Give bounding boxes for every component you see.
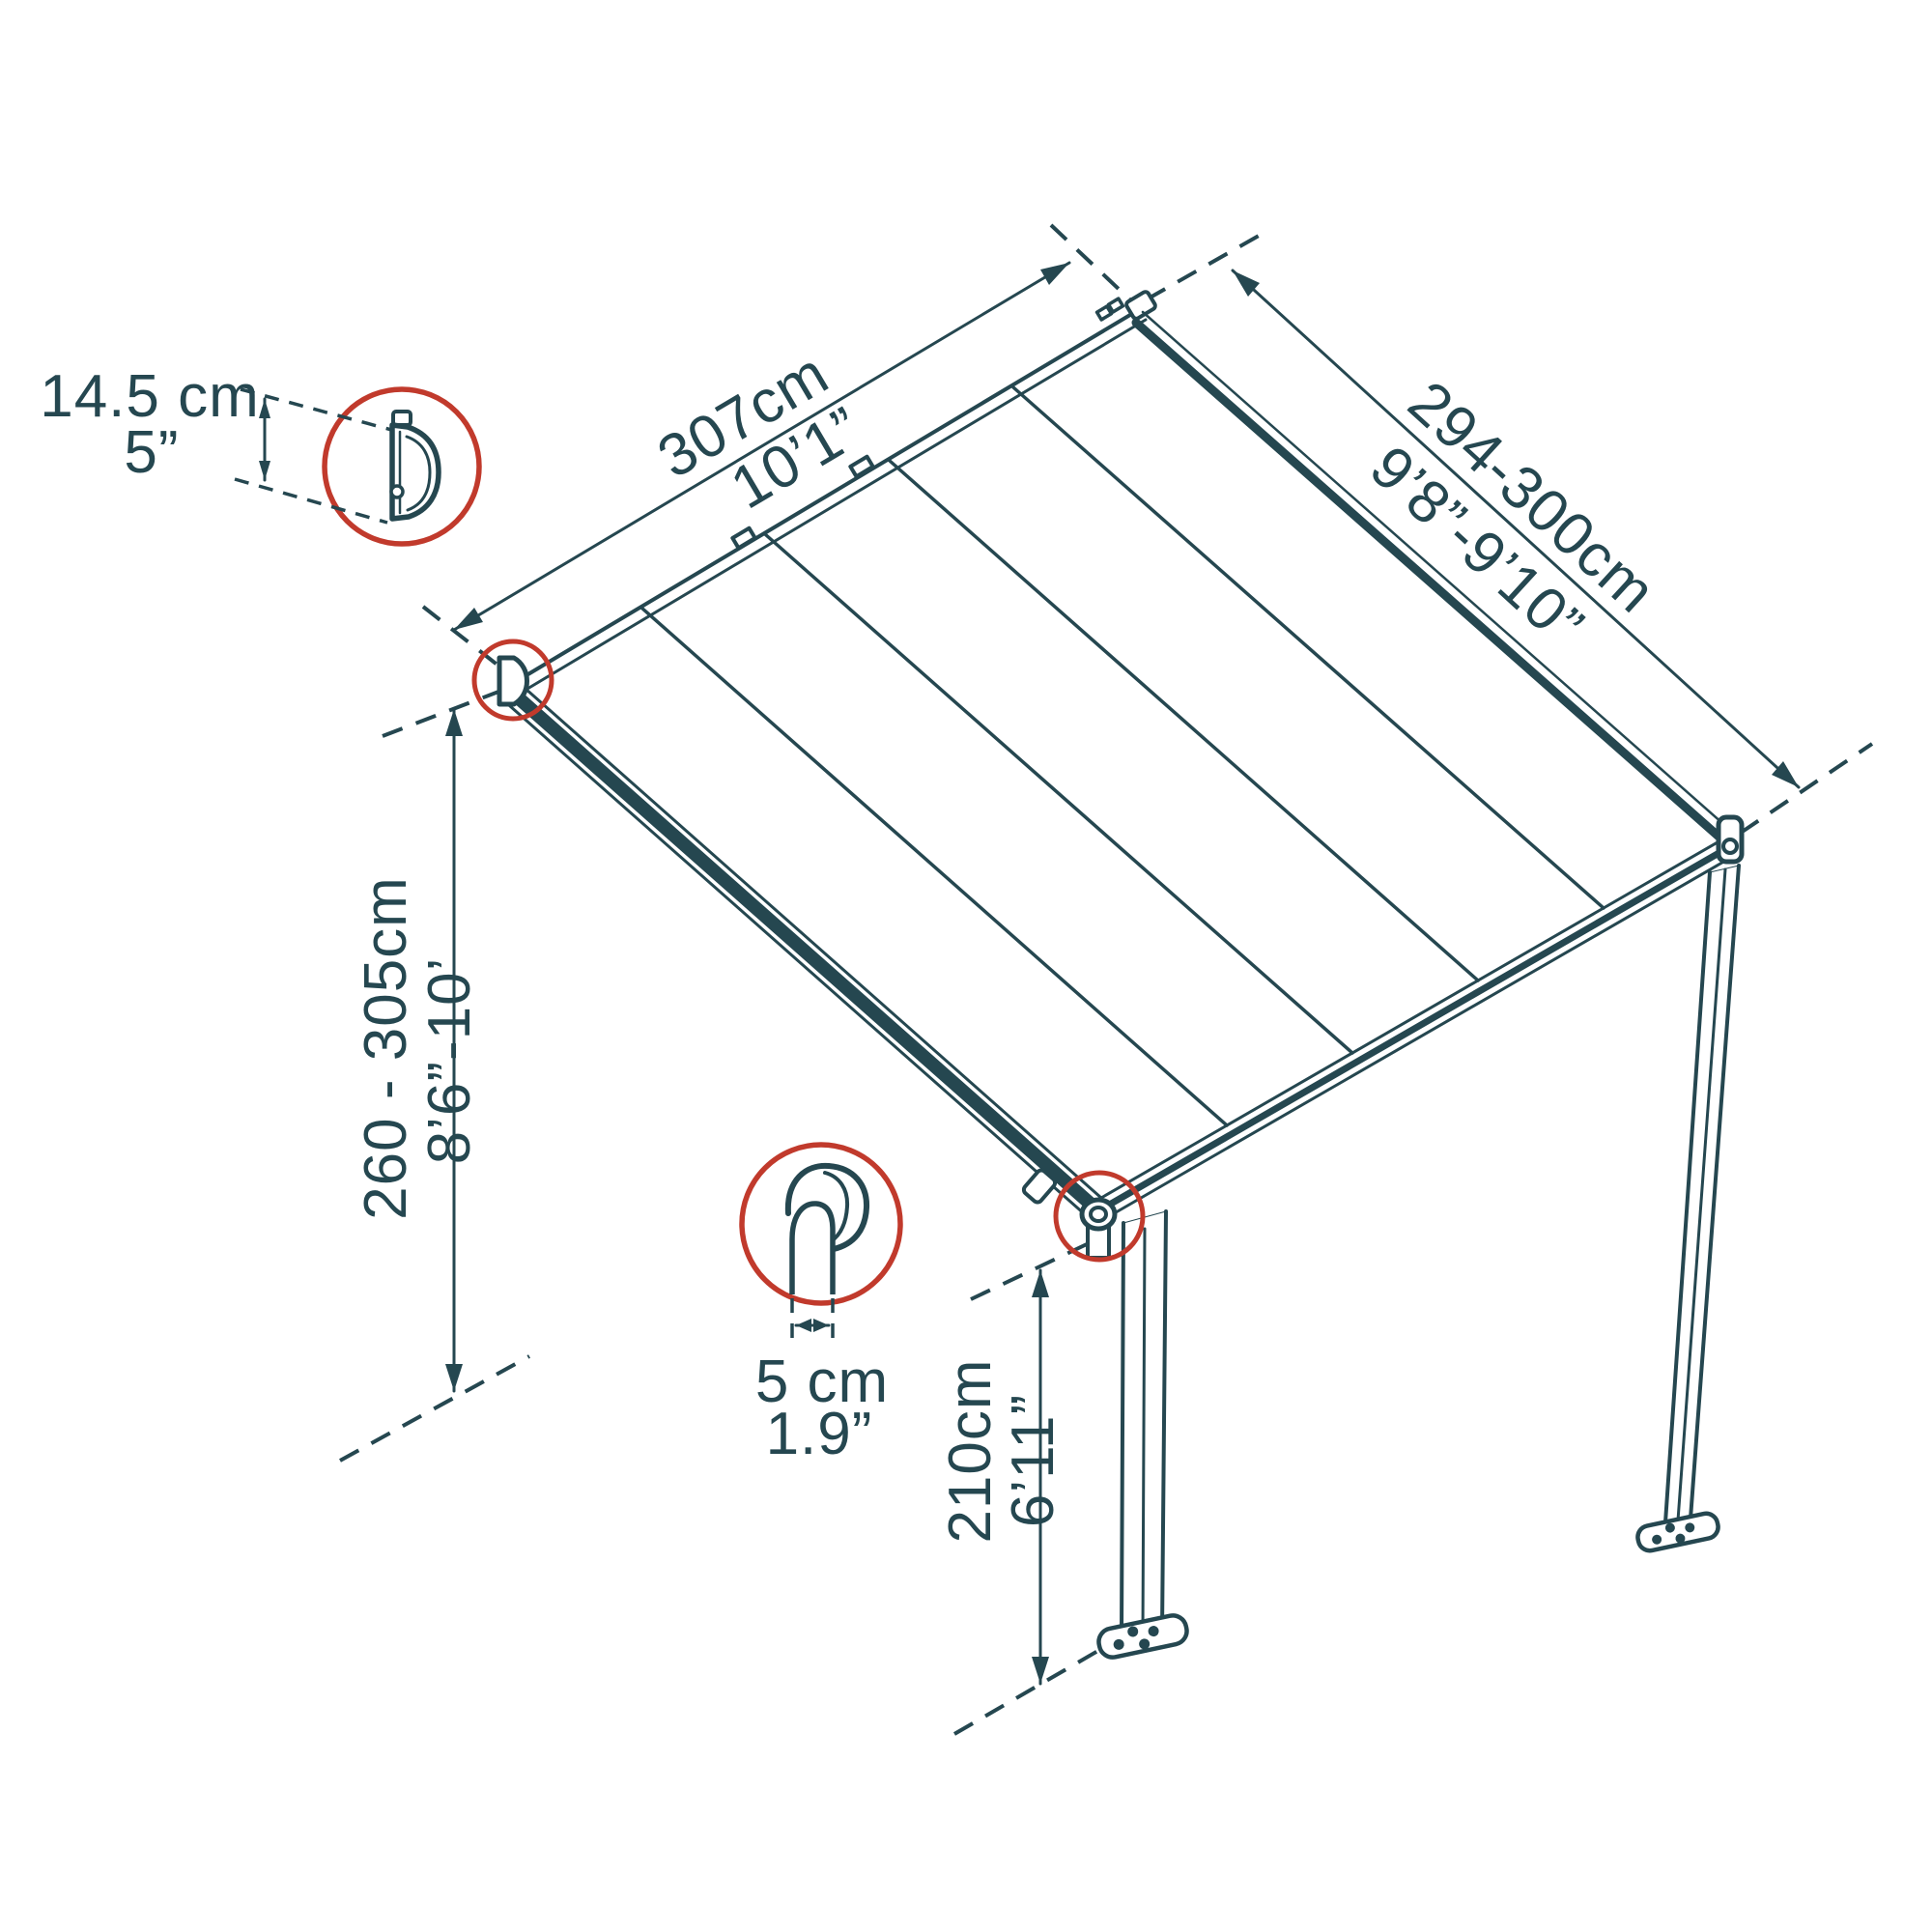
elbow-inner-arc: [823, 1171, 850, 1244]
front-left-gutter: [499, 679, 1103, 1217]
back-post-top-elbow-inner: [1721, 838, 1739, 855]
label-post-profile-imperial: 1.9”: [766, 1401, 873, 1467]
label-overall-height-imperial: 8’6”-10’: [416, 957, 483, 1165]
support-posts: [1096, 864, 1741, 1660]
extension-post-top: [970, 1242, 1088, 1301]
label-post-height-imperial: 6’11”: [1000, 1394, 1066, 1527]
anchor-bolt: [1652, 1534, 1662, 1545]
front-post-edge: [1141, 1227, 1147, 1637]
arrowhead: [1032, 1270, 1049, 1297]
panel-line: [639, 606, 1229, 1127]
callout-circle-left-corner: [471, 639, 554, 722]
wall-mount-clip: [848, 454, 875, 479]
callout-circle-post-profile: [739, 1142, 903, 1306]
extension-left-corner-downleft: [382, 687, 507, 738]
gutter-top-edge: [515, 679, 1103, 1200]
roof-structure: [499, 290, 1741, 1217]
arrowhead: [796, 1319, 811, 1332]
gutter-bottom-edge: [1109, 851, 1741, 1217]
gutter-profile-inner-line: [405, 435, 432, 512]
base-plate: [1096, 1613, 1189, 1660]
elbow-outer-arc: [784, 1162, 870, 1252]
panel-line: [888, 459, 1480, 982]
label-overall-height-metric: 260 - 305cm: [353, 876, 419, 1220]
label-post-height-metric: 210cm: [937, 1358, 1004, 1543]
front-post-edge: [1120, 1221, 1125, 1637]
post-profile-outline: [789, 1201, 836, 1294]
base-plate: [1635, 1511, 1720, 1553]
arrowhead: [1040, 263, 1069, 285]
gutter-bottom-edge: [499, 696, 1088, 1217]
leader-dash-bottom: [234, 477, 388, 525]
dimension-labels: 307cm 10’1” 294-300cm 9’8”-9’10” 260 - 3…: [40, 340, 1668, 1544]
side-profile-bar: [1131, 318, 1729, 846]
dimension-lines: [259, 261, 1801, 1686]
anchor-bolt: [1675, 1533, 1686, 1544]
corner-fittings: [497, 655, 1745, 1260]
extension-left-corner-upleft: [421, 605, 514, 678]
detail-post-profile: [784, 1162, 870, 1345]
back-post-base-plate: [1635, 1511, 1720, 1553]
wall-mount-clip: [1094, 304, 1114, 322]
extension-apex-upleft: [1049, 223, 1140, 309]
back-post-edge: [1663, 870, 1712, 1524]
arrowhead: [1233, 270, 1260, 297]
gutter-profile-outline: [389, 422, 441, 522]
callout-circle-front-corner: [1053, 1170, 1146, 1263]
gutter-top-edge: [1099, 834, 1731, 1200]
label-post-profile-metric: 5 cm: [755, 1349, 889, 1415]
gutter-face: [502, 683, 1100, 1213]
wall-beam-outer-edge: [515, 307, 1142, 683]
gutter-profile-screw-port: [389, 484, 405, 499]
leader-dash-top: [240, 387, 396, 433]
arrowhead: [259, 399, 270, 418]
extension-lines: [339, 223, 1874, 1736]
extension-ground-left: [339, 1354, 530, 1463]
panel-line: [1011, 385, 1605, 910]
front-right-gutter: [1099, 834, 1741, 1217]
side-profile-top-edge: [1141, 310, 1733, 833]
back-post-edge: [1689, 864, 1741, 1520]
arrowhead: [1772, 761, 1799, 787]
arrowhead: [1032, 1657, 1049, 1684]
anchor-bolt: [1685, 1522, 1695, 1533]
wall-mount-clip: [1106, 297, 1125, 314]
anchor-bolt: [1664, 1522, 1675, 1533]
arrowhead: [454, 608, 483, 630]
callout-circle-gutter-profile: [322, 386, 482, 547]
arrowhead: [445, 709, 463, 736]
anchor-bolt: [1113, 1638, 1124, 1650]
anchor-bolt: [1127, 1626, 1139, 1637]
gutter-bracket-tab: [1021, 1168, 1058, 1205]
dimension-line-roof-width: [1231, 269, 1801, 789]
back-post-edge: [1676, 867, 1727, 1522]
detail-callouts: [322, 386, 1146, 1306]
gutter-face: [1102, 840, 1738, 1210]
detail-gutter-profile: [234, 387, 441, 525]
anchor-bolt: [1148, 1626, 1159, 1637]
roof-panel-lines: [639, 385, 1605, 1127]
wall-mount-clip: [730, 526, 757, 551]
front-post-top-elbow-inner: [1089, 1206, 1108, 1223]
anchor-bolt: [1139, 1638, 1151, 1650]
front-post-edge: [1160, 1209, 1168, 1634]
panel-line: [763, 532, 1354, 1055]
arrowhead: [259, 461, 270, 480]
extension-post-base-ground: [952, 1647, 1103, 1736]
front-post-base-plate: [1096, 1613, 1189, 1660]
extension-right-corner: [1739, 742, 1874, 835]
wall-beam-inner-edge: [521, 318, 1148, 694]
dimension-line-roof-depth: [452, 261, 1071, 632]
label-gutter-profile-metric: 14.5 cm: [40, 363, 260, 430]
arrowhead: [813, 1319, 829, 1332]
extension-apex-upright: [1146, 230, 1266, 301]
arrowhead: [445, 1364, 463, 1391]
label-gutter-profile-imperial: 5”: [124, 419, 179, 486]
gutter-end-cap-left: [497, 655, 529, 707]
